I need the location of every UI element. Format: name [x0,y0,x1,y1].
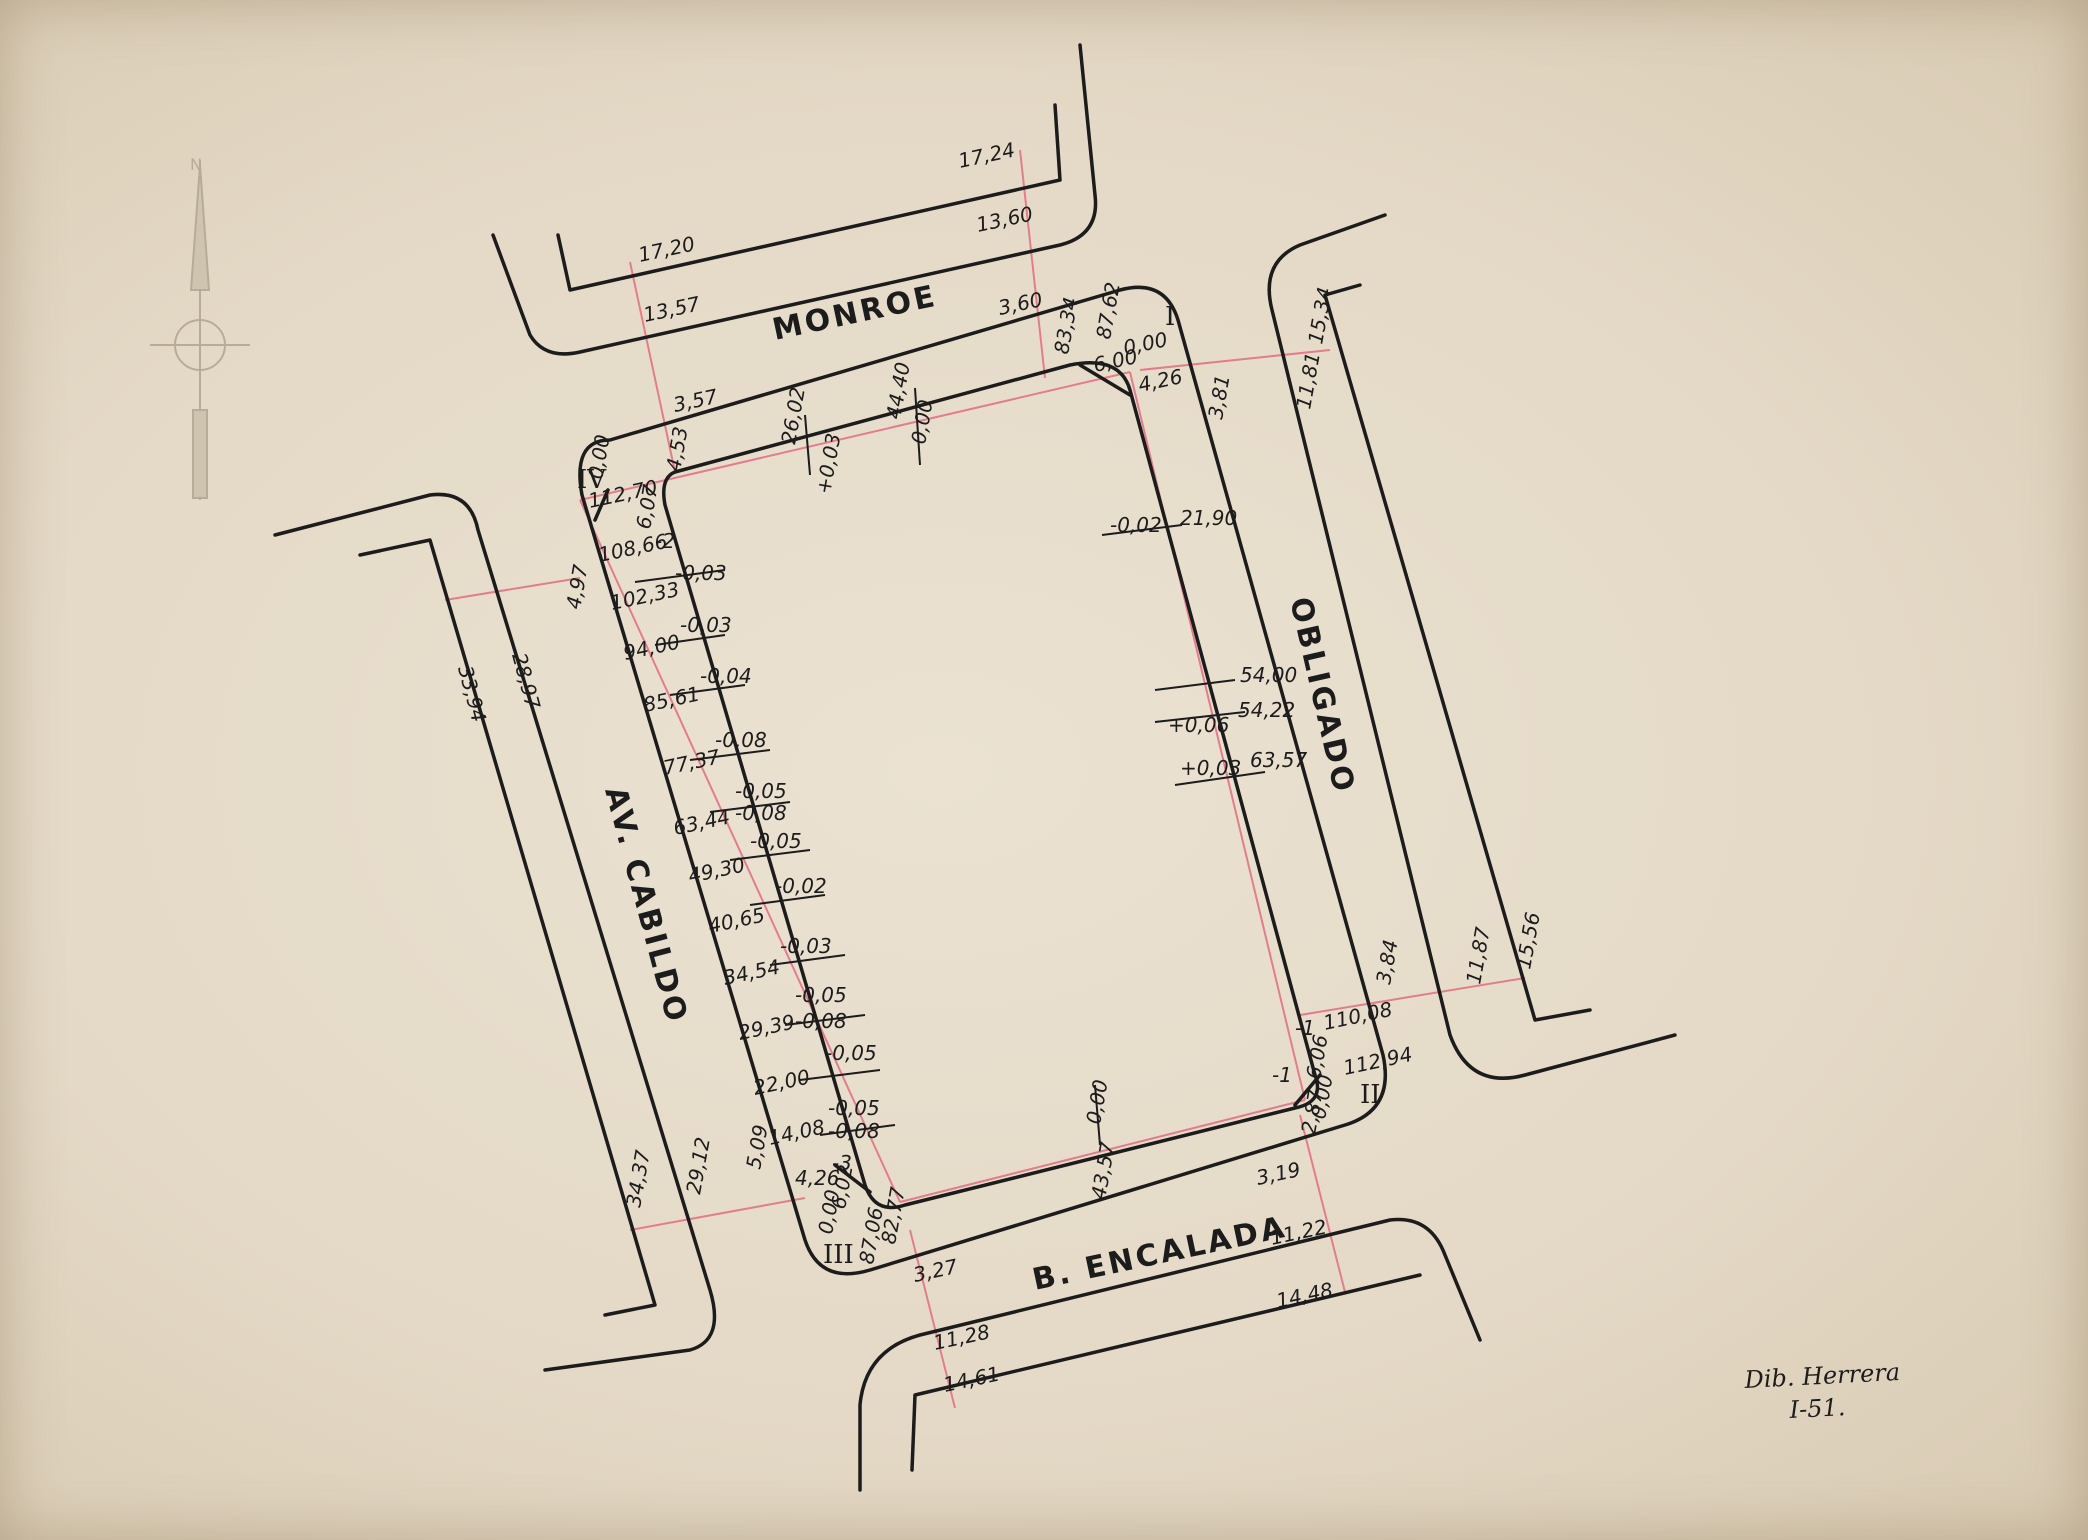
label-m2: -0,03 [675,561,727,585]
label-m17: -0,03 [780,934,832,958]
svg-text:N: N [190,155,202,174]
label-n11: 83,34 [1049,295,1083,356]
label-s8: 14,61 [941,1362,1002,1397]
label-m14: 40,65 [706,903,767,938]
label-s7: 11,28 [931,1320,992,1355]
label-m16: 34,54 [721,955,782,990]
label-m20: -0,08 [795,1009,847,1033]
label-e1: 15,34 [1303,285,1337,346]
corner-label-2: II [1360,1080,1381,1110]
label-e3: 3,81 [1203,373,1234,421]
red-reference-lines [444,149,1526,1409]
label-m11: -0,08 [735,801,787,825]
label-m10: -0,05 [735,779,787,803]
label-m9: 63,44 [671,805,732,840]
label-m22: -0,05 [825,1041,877,1065]
signature-line-2: I-51. [1788,1393,1846,1424]
label-n3: 17,20 [636,232,697,267]
signature-line-1: Dib. Herrera [1743,1358,1901,1394]
label-s1: 3,19 [1254,1157,1303,1190]
label-m25: -0,08 [828,1119,880,1143]
label-m15: -0,02 [775,874,827,898]
label-n12: 87,62 [1091,280,1125,341]
corner-label-1: I [1165,302,1175,332]
north-arrow-icon: N [150,155,250,500]
label-n1: 17,24 [956,138,1017,173]
measurement-ticks [634,387,1266,1146]
label-m6: -0,04 [700,664,752,688]
label-m3: 94,00 [621,630,682,665]
label-m12: 49,30 [686,853,747,888]
label-w2: 28,97 [507,650,545,712]
label-n10: 0,00 [906,398,937,446]
label-w4: 34,37 [621,1148,655,1209]
label-s14: -3 [832,1151,852,1175]
label-e10: 63,57 [1250,748,1308,772]
label-e8: 54,22 [1238,698,1295,722]
street-lines [273,43,1677,1492]
label-e2: 11,81 [1291,350,1325,411]
label-n6: 3,57 [671,384,720,417]
label-m19: -0,05 [795,983,847,1007]
label-w1: 33,94 [453,663,491,725]
label-s5: 14,48 [1274,1278,1335,1313]
label-s6: 3,27 [911,1254,960,1287]
label-e12: 11,87 [1461,925,1495,986]
label-e11: 3,84 [1371,938,1402,986]
label-m4: -0,03 [680,613,732,637]
label-m8: -0,08 [715,728,767,752]
label-s3: 43,57 [1086,1140,1120,1201]
label-w7: 0,00 [583,433,614,481]
label-e5: -0,02 [1110,513,1162,537]
label-e20: -1 [1272,1063,1292,1087]
block-outline [578,285,1388,1276]
label-w3: 4,97 [561,563,592,611]
label-e4: 21,90 [1180,506,1237,530]
label-s2: 0,00 [1081,1078,1112,1126]
corner-label-3: III [823,1240,854,1270]
label-e13: 15,56 [1511,910,1545,971]
label-m5: 85,61 [641,682,702,717]
label-w5: 29,12 [681,1135,715,1196]
label-e7: +0,06 [1168,713,1229,737]
label-e19: 2,87 [1296,1088,1327,1136]
label-m24: -0,05 [828,1096,880,1120]
label-n14: 6,00 [1091,344,1140,377]
label-e6: 54,00 [1240,663,1297,687]
label-e16: 112,94 [1341,1042,1414,1080]
label-e15: 110,08 [1321,997,1394,1035]
label-m21: 22,00 [751,1065,812,1100]
label-n8: +0,03 [811,431,845,496]
label-n2: 13,60 [974,202,1035,237]
label-s10: 87,06 [854,1205,888,1266]
label-m1: 102,33 [608,577,681,615]
label-n9: 44,40 [881,360,915,421]
label-s13: 4,26 [795,1166,840,1190]
label-n4: 13,57 [641,291,702,326]
label-m18: 29,39 [736,1010,797,1045]
label-m13: -0,05 [750,829,802,853]
corner-label-4: IV [577,465,607,495]
label-e14: -1 [1295,1016,1315,1040]
label-w10: -2 [655,529,675,553]
label-m23: 14,08 [766,1115,827,1150]
label-e9: +0,03 [1180,756,1241,780]
label-m7: 77,37 [661,744,722,779]
